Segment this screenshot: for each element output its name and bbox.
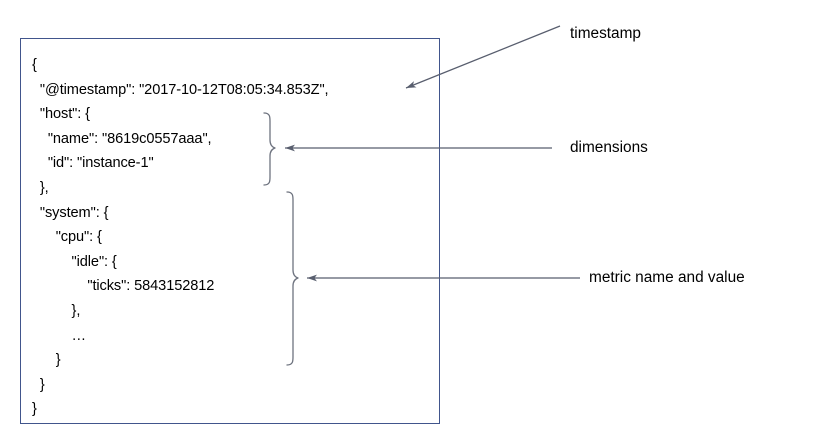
json-document-box: { "@timestamp": "2017-10-12T08:05:34.853… [20,38,440,424]
annotation-label-metric: metric name and value [589,269,745,286]
annotation-label-timestamp: timestamp [570,25,641,42]
annotation-label-dimensions: dimensions [570,139,648,156]
json-document-text: { "@timestamp": "2017-10-12T08:05:34.853… [32,57,329,418]
